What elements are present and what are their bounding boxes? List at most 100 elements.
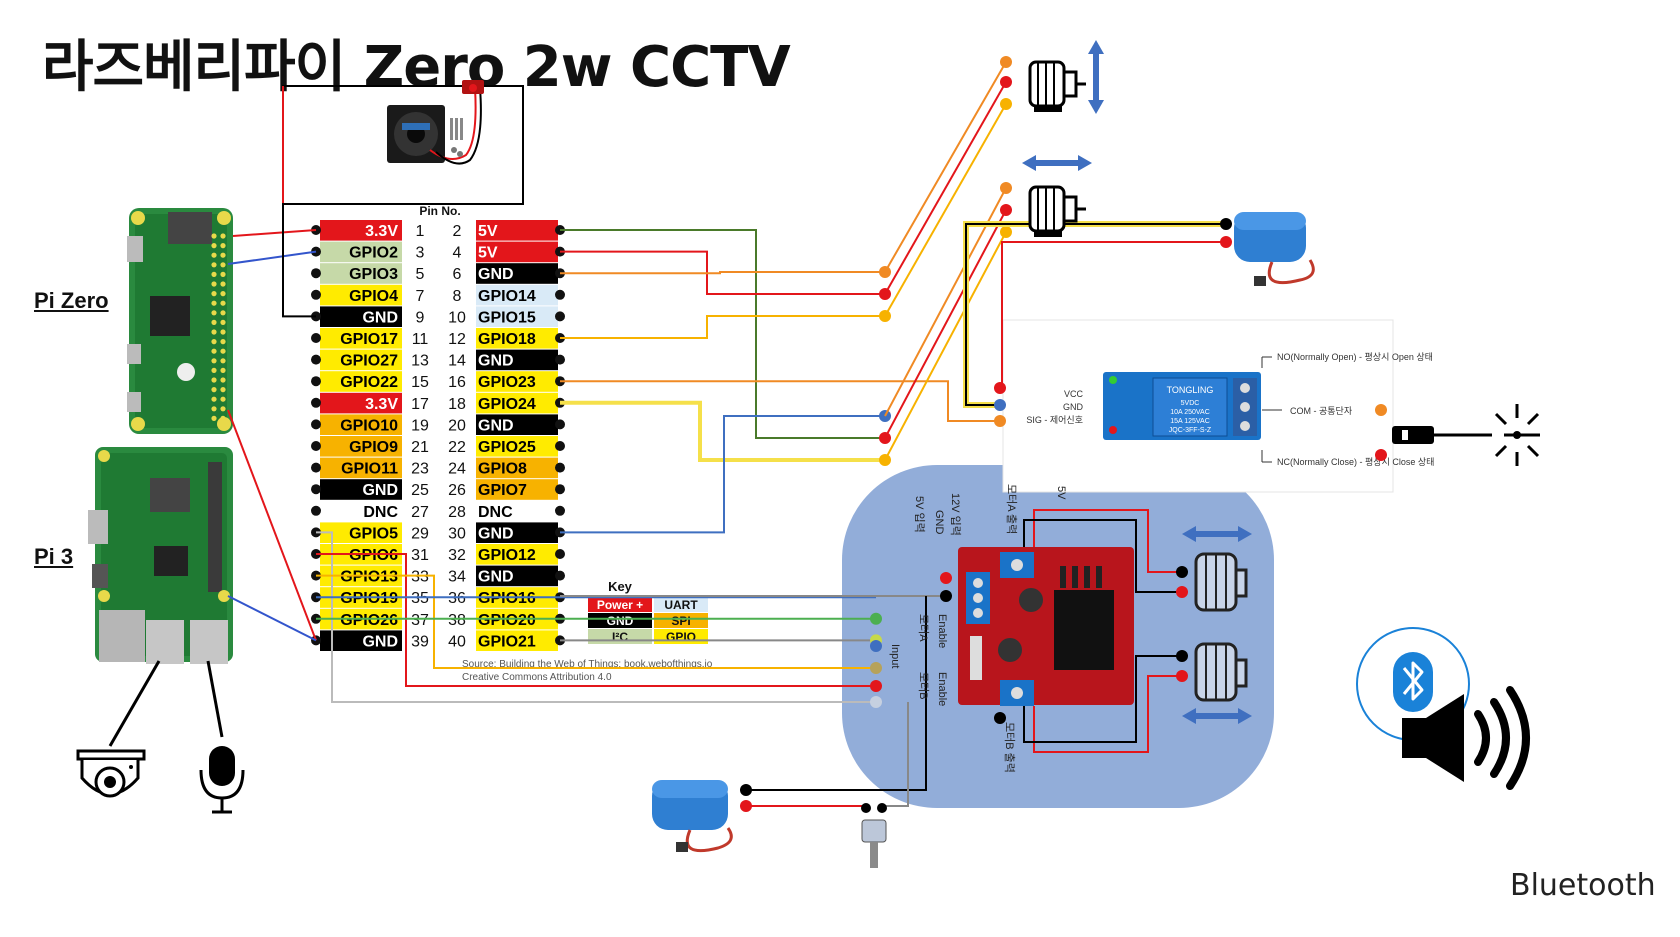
driver-label-motor-a: 모터A — [917, 614, 930, 642]
driver-label-gnd: GND — [933, 510, 945, 535]
pin-label: GPIO10 — [340, 417, 398, 434]
driver-label-motor-b-out: 모터B 출력 — [1003, 722, 1016, 773]
pin-label: 3.3V — [365, 396, 398, 413]
key-swatch — [654, 613, 708, 628]
pin-dot — [555, 419, 565, 430]
header-pin — [211, 319, 217, 325]
key-label: Power + — [597, 598, 643, 612]
connector-dot — [1176, 566, 1188, 578]
motor-icon — [1028, 60, 1086, 112]
header-pin — [220, 377, 226, 383]
pin-label: GPIO16 — [478, 590, 536, 607]
pin-label-cell — [476, 565, 558, 587]
pin-label-cell — [320, 284, 402, 306]
pin-label-cell — [476, 263, 558, 284]
header-pin — [220, 348, 226, 354]
pin-number: 26 — [448, 482, 466, 499]
key-label: UART — [664, 598, 698, 612]
pin-label-cell — [320, 263, 402, 284]
relay-spec-0: 5VDC — [1181, 400, 1200, 407]
header-pin — [220, 300, 226, 306]
driver-label-enable-b: Enable — [936, 672, 948, 706]
pin-label-cell — [476, 306, 558, 327]
page-title: 라즈베리파이 Zero 2w CCTV — [42, 35, 791, 100]
pin-label-cell — [476, 500, 558, 522]
wire-gpio18-yellow — [560, 315, 885, 339]
connector-dot — [1176, 586, 1188, 598]
connector-dot — [994, 382, 1006, 394]
connector-dot — [994, 399, 1006, 411]
connector-dot — [1000, 226, 1012, 238]
connector-dot — [1220, 236, 1232, 248]
pin-label-cell — [320, 328, 402, 349]
header-pin — [220, 233, 226, 239]
pin-label-cell — [320, 371, 402, 392]
wire-battery2-black — [746, 596, 927, 791]
pin-label: GPIO14 — [478, 288, 536, 305]
relay-spec-2: 15A 125VAC — [1170, 418, 1210, 425]
source-line: Source: Building the Web of Things: book… — [462, 659, 713, 670]
pin-label-cell — [476, 457, 558, 479]
switch-icon — [861, 803, 887, 868]
wires — [227, 56, 1232, 812]
pin-label: GPIO23 — [478, 374, 536, 391]
pin-number: 29 — [411, 525, 429, 542]
pin-dot — [555, 549, 565, 559]
header-pin — [211, 262, 217, 268]
microphone-icon — [199, 660, 245, 814]
header-pin — [211, 252, 217, 258]
pin-label-cell — [320, 522, 402, 543]
pin-dot — [555, 311, 565, 322]
pi-3-label: Pi 3 — [34, 544, 74, 569]
pin-label-cell — [320, 457, 402, 479]
header-pin — [220, 396, 226, 402]
pin-number: 3 — [416, 245, 425, 262]
header-pin — [211, 387, 217, 393]
header-pin — [220, 387, 226, 393]
relay-label-com: COM - 공통단자 — [1290, 406, 1353, 416]
pin-number: 30 — [448, 525, 466, 542]
pin-label: GPIO25 — [478, 439, 536, 456]
pin-number: 27 — [411, 504, 429, 521]
connector-dot — [1176, 650, 1188, 662]
wire-gpio24-yellow — [560, 400, 885, 462]
pin-label: GPIO15 — [478, 309, 536, 326]
pin-dot — [555, 484, 565, 495]
header-pin — [220, 415, 226, 421]
pin-label: GPIO5 — [349, 525, 398, 542]
pin-label: GPIO12 — [478, 547, 536, 564]
pin-number: 6 — [453, 266, 462, 283]
pin-label-cell — [476, 522, 558, 543]
speaker-icon — [1402, 686, 1530, 790]
camera-icon — [76, 660, 161, 798]
connector-dot — [870, 662, 882, 674]
connector-dot — [994, 415, 1006, 427]
wire-orange-bottom — [316, 574, 876, 669]
pin-label: 5V — [478, 223, 498, 240]
connector-dot — [1176, 670, 1188, 682]
key-swatch — [588, 597, 652, 612]
relay-label-sig: SIG - 제어신호 — [1026, 415, 1083, 425]
pin-number: 18 — [448, 396, 466, 413]
pi-zero-board — [127, 208, 233, 434]
connector-dot — [940, 572, 952, 584]
pin-label: 3.3V — [365, 223, 398, 240]
pin-label: GPIO7 — [478, 482, 527, 499]
header-pin — [220, 339, 226, 345]
key-label: I²C — [612, 630, 628, 644]
key-swatch — [654, 597, 708, 612]
pin-label-cell — [320, 241, 402, 263]
light-icon — [1392, 404, 1540, 466]
header-pin — [220, 358, 226, 364]
driver-label-5v-in: 5V 입력 — [913, 496, 926, 533]
connector-dot — [1220, 218, 1232, 230]
header-pin — [211, 281, 217, 287]
pin-number: 38 — [448, 612, 466, 629]
pin-dot — [311, 289, 321, 300]
pin-label-cell — [320, 436, 402, 457]
pin-label-cell — [320, 349, 402, 371]
header-pin — [211, 415, 217, 421]
pin-label: GND — [362, 482, 398, 499]
pin-number: 13 — [411, 353, 429, 370]
header-pin — [220, 291, 226, 297]
